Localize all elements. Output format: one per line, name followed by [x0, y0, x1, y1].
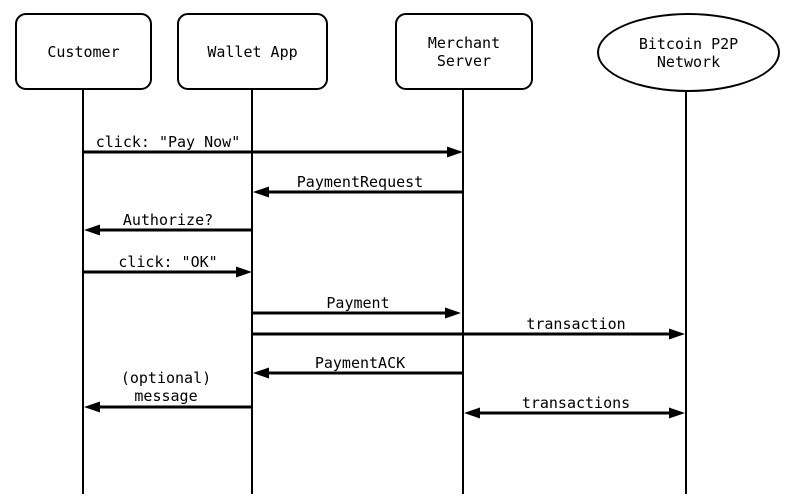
actor-wallet-app: Wallet App [177, 13, 328, 90]
actor-merchant-server: Merchant Server [395, 13, 533, 90]
label-optional-message: (optional) message [120, 369, 212, 405]
actor-merchant-server-label: Merchant Server [427, 33, 501, 70]
lifeline-merchant-server [462, 90, 464, 494]
lifeline-wallet-app [251, 90, 253, 494]
actor-customer: Customer [15, 13, 152, 90]
label-authorize: Authorize? [122, 211, 214, 229]
actor-wallet-app-label: Wallet App [207, 42, 298, 61]
arrow-authorize [84, 224, 252, 236]
arrow-transactions [464, 407, 685, 419]
arrow-click-ok [83, 266, 252, 278]
label-click-ok: click: "OK" [118, 253, 218, 271]
arrow-transaction [252, 328, 685, 340]
label-transaction: transaction [526, 315, 626, 333]
label-payment: Payment [326, 294, 390, 312]
label-payment-ack: PaymentACK [314, 354, 406, 372]
lifeline-bitcoin-p2p-network [685, 92, 687, 494]
lifeline-customer [82, 90, 84, 494]
arrow-payment [252, 307, 461, 319]
actor-bitcoin-p2p-network-label: Bitcoin P2P Network [638, 34, 739, 71]
label-transactions: transactions [521, 394, 631, 412]
arrow-click-pay-now [83, 146, 463, 158]
actor-bitcoin-p2p-network: Bitcoin P2P Network [597, 13, 780, 92]
label-payment-request: PaymentRequest [296, 173, 424, 191]
actor-customer-label: Customer [47, 42, 120, 61]
arrow-optional-message [84, 401, 252, 413]
label-click-pay-now: click: "Pay Now" [95, 133, 241, 151]
arrow-payment-ack [253, 367, 463, 379]
arrow-payment-request [253, 186, 463, 198]
